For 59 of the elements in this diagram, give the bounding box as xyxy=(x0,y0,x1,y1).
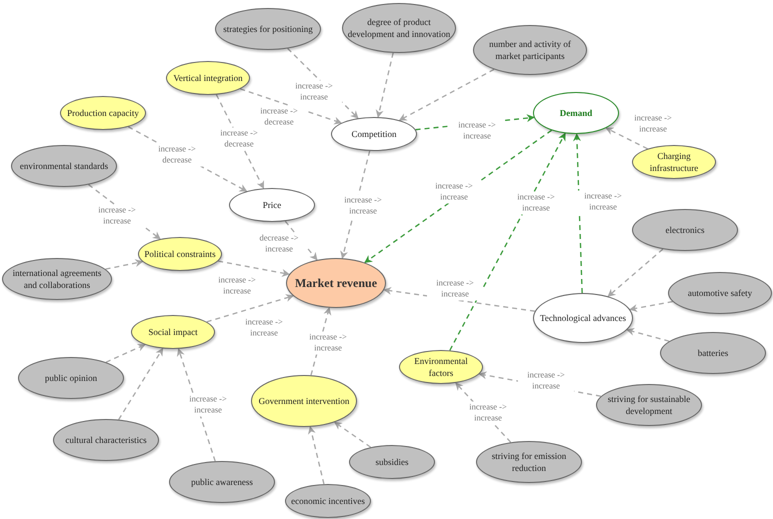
dashed-arrow xyxy=(218,260,290,277)
driver-ellipse xyxy=(166,61,250,95)
driver-ellipse xyxy=(60,96,146,130)
node-label: degree of product development and innovation xyxy=(346,16,452,40)
factor-ellipse xyxy=(285,484,371,518)
node-label: striving for sustainable development xyxy=(606,392,692,418)
edge-label: increase -> increase xyxy=(427,278,483,300)
dashed-arrow xyxy=(398,68,494,121)
node-label: Vertical integration xyxy=(172,72,244,84)
node-label: cultural characteristics xyxy=(64,434,148,446)
dashed-arrow xyxy=(118,348,164,420)
node-label: subsidies xyxy=(374,456,410,468)
node-label: automotive safety xyxy=(686,286,754,300)
dashed-arrow xyxy=(449,132,566,351)
node-label: Competition xyxy=(350,128,398,140)
demand-ellipse xyxy=(533,92,619,134)
dashed-arrow xyxy=(334,422,372,448)
dashed-arrow xyxy=(607,248,664,297)
node-label: economic incentives xyxy=(290,494,366,508)
node-label: Government intervention xyxy=(258,394,350,408)
node-label: Environmental factors xyxy=(413,354,469,380)
node-label: public opinion xyxy=(44,372,98,384)
node-label: Production capacity xyxy=(66,106,140,120)
driver-ellipse xyxy=(138,237,222,271)
dashed-arrow xyxy=(105,259,144,270)
factor-ellipse xyxy=(668,272,772,314)
node-label: striving for emission reduction xyxy=(490,450,568,474)
factor-ellipse xyxy=(2,258,112,300)
revenue-ellipse xyxy=(286,258,386,308)
dashed-arrow xyxy=(206,294,294,322)
driver-ellipse xyxy=(131,315,215,349)
intermediate-ellipse xyxy=(331,117,417,151)
dashed-arrow xyxy=(376,52,394,118)
node-label: Market revenue xyxy=(294,274,378,292)
edge-label: increase -> increase xyxy=(518,370,574,392)
dashed-arrow xyxy=(572,133,583,294)
node-label: Political constraints xyxy=(143,248,217,260)
node-label: Demand xyxy=(558,106,594,120)
node-label: public awareness xyxy=(190,476,254,488)
factor-ellipse xyxy=(349,445,435,479)
node-label: international agreements and collaborations xyxy=(12,266,102,292)
intermediate-ellipse xyxy=(229,188,315,222)
dashed-arrow xyxy=(626,328,670,342)
node-label: strategies for positioning xyxy=(222,22,314,36)
node-label: Social impact xyxy=(147,326,199,338)
node-label: Technological advances xyxy=(538,312,628,324)
node-label: Charging infrastructure xyxy=(648,150,700,174)
driver-ellipse xyxy=(632,145,716,179)
node-label: Price xyxy=(262,198,282,212)
driver-ellipse xyxy=(399,350,483,384)
node-label: environmental standards xyxy=(18,160,110,172)
dashed-arrow xyxy=(605,127,648,150)
intermediate-ellipse xyxy=(533,293,633,343)
dashed-arrow xyxy=(106,344,146,363)
dashed-arrow xyxy=(308,426,325,484)
node-label: electronics xyxy=(664,224,706,236)
node-label: number and activity of market participants xyxy=(488,38,572,62)
dashed-arrow xyxy=(629,301,673,312)
node-label: batteries xyxy=(696,346,730,360)
